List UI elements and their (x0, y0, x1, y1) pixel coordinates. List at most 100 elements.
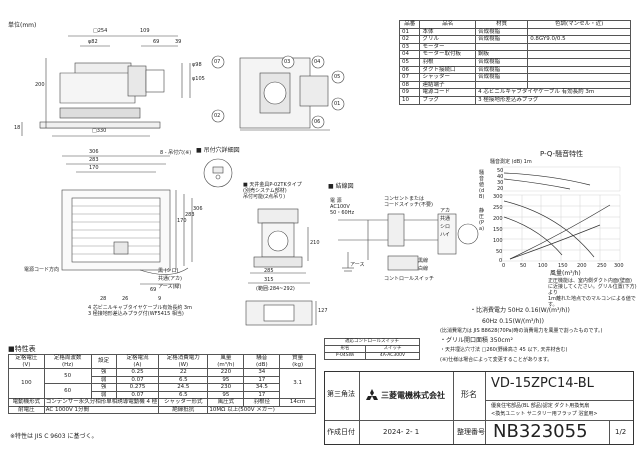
wire-white: シロ (440, 224, 451, 230)
part-color (527, 65, 631, 75)
dim-69b: 69 (150, 287, 157, 293)
parts-header: 品名 (419, 20, 477, 29)
dim-82: φ82 (88, 39, 98, 45)
part-color (527, 50, 631, 59)
part-no: 06 (398, 65, 421, 75)
callout-04: 04 (314, 59, 321, 65)
part-material: 合成樹脂 (475, 27, 529, 37)
dim-330: □330 (92, 128, 107, 134)
x-tick: 300 (614, 263, 624, 269)
dim-105: φ105 (192, 76, 205, 82)
spec-set: 弱 (90, 390, 117, 399)
number-label: 整理番号 (457, 428, 485, 436)
noise-tick: 40 (497, 174, 504, 180)
pq-chart (501, 166, 621, 262)
parts-header: 色調(マンセル・近) (527, 20, 631, 29)
spec-header: 騒音 (dB) (243, 354, 281, 369)
shutter-value: 風圧式 (207, 398, 245, 407)
spec-line: 60Hz 0.15(W/(m³/h)) (482, 318, 544, 325)
spec-watt: 22 (158, 368, 209, 377)
dim-283: 283 (89, 157, 99, 163)
spec-watt: 24.5 (158, 383, 209, 392)
switch-cell: P-04SWi (323, 352, 367, 360)
model-name: VD-15ZPC14-BL (491, 376, 594, 391)
pressure-tick: 250 (493, 205, 503, 211)
dim-127: 127 (318, 308, 328, 314)
part-no: 02 (398, 35, 421, 44)
table-row: 形名スイッチ (323, 345, 420, 353)
x-tick: 0 (502, 263, 506, 269)
spec-header: 定格周波数 (Hz) (43, 354, 92, 369)
table-row: 耐電圧 AC 1000V 1分間 絶縁抵抗 10MΩ 以上(500V メガー) (8, 405, 316, 414)
spec-mass: 3.1 (279, 368, 316, 399)
model-label: 形名 (461, 390, 477, 399)
wire-earth: アース(緑) (158, 284, 182, 290)
company-logo (365, 388, 379, 407)
noise-axis-label: 騒 音 値 (dB) (479, 170, 485, 200)
part-no: 04 (398, 50, 421, 59)
dim-69: 69 (153, 39, 160, 45)
x-tick: 200 (577, 263, 587, 269)
x-tick: 100 (538, 263, 548, 269)
dim-9: 9 (158, 296, 162, 302)
part-material: 4 芯ビニルキャブタイヤケーブル 有効長約 3m (475, 88, 631, 97)
part-name: 電源コード (419, 88, 477, 97)
callout-07: 07 (214, 59, 221, 65)
callout-03: 03 (284, 59, 291, 65)
callout-01: 01 (334, 101, 341, 107)
mitsubishi-logo-icon (366, 389, 378, 400)
spec-line: ・天井埋込穴寸法 □260(野縁高さ 45 以下, 天井材含む) (440, 347, 568, 353)
pressure-tick: 300 (493, 194, 503, 200)
control-switch-label: コントロールスイッチ (384, 276, 435, 282)
table-row: 定格電圧 (V) 定格周波数 (Hz) 設定 定格電流 (A) 定格消費電力 (… (8, 354, 316, 369)
unit-label: 単位(mm) (8, 22, 37, 29)
spec-amp: 0.07 (115, 390, 160, 399)
dim-98: φ98 (192, 62, 202, 68)
part-name: 本体 (419, 27, 477, 37)
part-material: 合成樹脂 (475, 35, 529, 44)
part-color (527, 80, 631, 90)
cord-direction-label: 電源コード方向 (24, 267, 60, 273)
pq-title: P-Q-騒音特性 (540, 150, 584, 158)
spec-amp: 0.07 (115, 375, 160, 384)
dim-200: 200 (35, 82, 45, 88)
noise-tick: 30 (497, 180, 504, 186)
company-name: 三菱電機株式会社 (381, 391, 445, 400)
dim-283v: 283 (185, 212, 195, 218)
wire-com: 共通 (440, 216, 451, 222)
spec-header: 定格電圧 (V) (8, 354, 45, 369)
angle-label: 第三角法 (327, 390, 355, 398)
wire-red: アカ (440, 208, 451, 214)
part-no: 03 (398, 42, 421, 52)
table-row: 電動機形式 コンデンサー永久分相形単相誘導電動機 4 極 シャッター形式 風圧式… (8, 398, 316, 407)
dim-315: 315 (264, 277, 274, 283)
switch-cell: 4A-AC300V (365, 352, 420, 360)
spec-set: 強 (90, 383, 117, 392)
dim-210: 210 (310, 240, 320, 246)
part-material: 合成樹脂 (475, 57, 529, 67)
dim-306v: 306 (193, 206, 203, 212)
spec-noise: 34 (243, 368, 281, 377)
part-material: 合成樹脂 (475, 65, 529, 75)
white-wire-label: 白線 (418, 266, 429, 272)
plan-view (61, 155, 193, 285)
part-no: 10 (398, 95, 421, 105)
pressure-tick: 0 (499, 258, 503, 264)
drawing-number: NB323055 (493, 421, 588, 442)
wire-common: 共通(アカ) (158, 276, 182, 282)
part-name: ダクト接続口 (419, 65, 477, 75)
spec-table-title: ■特性表 (8, 345, 36, 353)
spec-header: 風量 (m³/h) (207, 354, 245, 369)
pq-subtitle: 騒音測定 (dB) 1m (490, 159, 532, 165)
blade-value: 14cm (279, 398, 316, 407)
part-color (527, 42, 631, 52)
hanger-detail (203, 158, 233, 188)
model-desc-2: <換気ユニット サニタリー用フラップ 浴室用> (491, 411, 598, 417)
